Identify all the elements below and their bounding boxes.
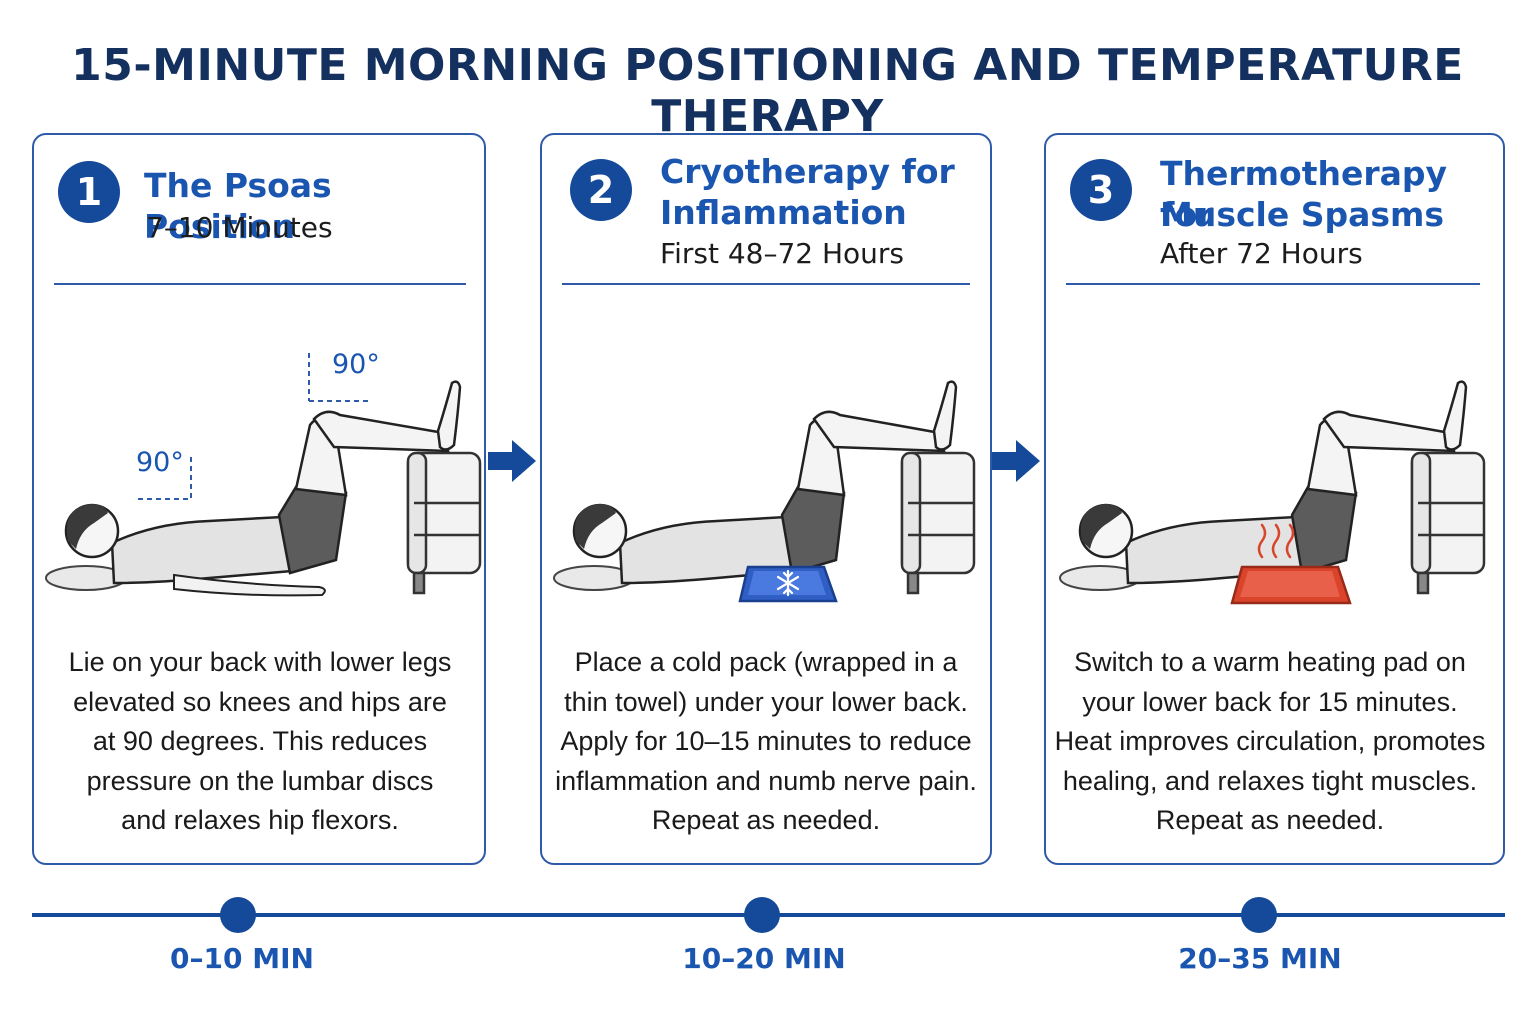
hair [1080,504,1122,549]
step-title-line1: Thermotherapy for [1160,154,1448,234]
shorts [277,485,348,575]
description-line: Heat improves circulation, promotes [1054,726,1486,756]
step-card-3: 3 Thermotherapy for Muscle Spasms After … [1044,133,1505,865]
divider [1066,283,1480,285]
step-card-1: 1 The Psoas Position 7–10 Minutes 90° 90… [32,133,486,865]
description-line: healing, and relaxes tight muscles. [1062,765,1478,796]
hair [574,504,616,549]
hair [66,504,108,549]
step-duration: After 72 Hours [1160,237,1363,270]
description-line: Switch to a warm heating pad on [1074,647,1466,677]
step-title-line2: Inflammation [660,193,907,232]
foot [932,380,958,451]
heat-waves-icon [1257,523,1295,559]
cold-pack-illustration [553,380,976,603]
step-description: Lie on your back with lower legs elevate… [44,643,476,841]
timeline-label: 0–10 MIN [170,942,314,975]
torso [110,515,294,585]
shin [1322,410,1456,453]
step-duration: First 48–72 Hours [660,237,905,270]
timeline-marker [220,897,256,933]
page-title: 15-MINUTE MORNING POSITIONING AND TEMPER… [71,40,1464,142]
description-line: Apply for 10–15 minutes to reduce [560,726,972,756]
step-description: Switch to a warm heating pad on your low… [1050,643,1490,841]
heating-pad [1230,565,1352,605]
timeline-label: 20–35 MIN [1178,942,1342,975]
shin [312,410,450,453]
description-line: inflammation and numb nerve pain. [555,765,977,796]
ottoman [900,451,976,595]
description-line: Repeat as needed. [651,805,881,835]
arrow-right-icon [992,440,1040,482]
timeline-marker [1241,897,1277,933]
step-description: Place a cold pack (wrapped in a thin tow… [548,643,984,841]
heating-pad-illustration [1059,380,1486,605]
arm [173,573,326,597]
foot [436,380,462,451]
divider [54,283,466,285]
step-title: The Psoas Position [144,166,332,246]
ottoman [406,451,482,595]
divider [562,283,970,285]
timeline-marker [744,897,780,933]
cold-pack [738,565,838,603]
description-line: Lie on your back with lower legs [68,647,452,677]
description-line: pressure on the lumbar discs [86,765,434,796]
shorts [780,485,846,575]
step-number-badge: 2 [570,159,632,221]
description-line: thin towel) under your lower back. [564,686,968,717]
step-duration: 7–10 Minutes [146,211,333,244]
step-card-2: 2 Cryotherapy for Inflammation First 48–… [540,133,992,865]
psoas-position-illustration: 90° 90° [45,349,482,597]
hip-angle-guide [138,457,192,500]
knee-angle-guide [308,353,371,402]
shorts [1290,485,1358,575]
description-line: and relaxes hip flexors. [121,805,399,835]
step-number-badge: 3 [1070,159,1132,221]
arrow-right-icon [488,440,536,482]
description-line: at 90 degrees. This reduces [92,726,428,756]
snowflake-icon [776,569,800,597]
foot [1442,380,1468,451]
description-line: your lower back for 15 minutes. [1082,686,1458,717]
description-line: Repeat as needed. [1155,805,1385,835]
knee-angle-label: 90° [332,349,380,380]
hip-angle-label: 90° [136,447,184,478]
description-line: Place a cold pack (wrapped in a [574,647,958,677]
shin [812,410,946,453]
ottoman [1410,451,1486,595]
step-number-badge: 1 [58,161,120,223]
timeline-label: 10–20 MIN [682,942,846,975]
step-title-line2: Muscle Spasms [1160,195,1445,234]
step-title-line1: Cryotherapy for [660,152,955,191]
description-line: elevated so knees and hips are [73,686,447,717]
